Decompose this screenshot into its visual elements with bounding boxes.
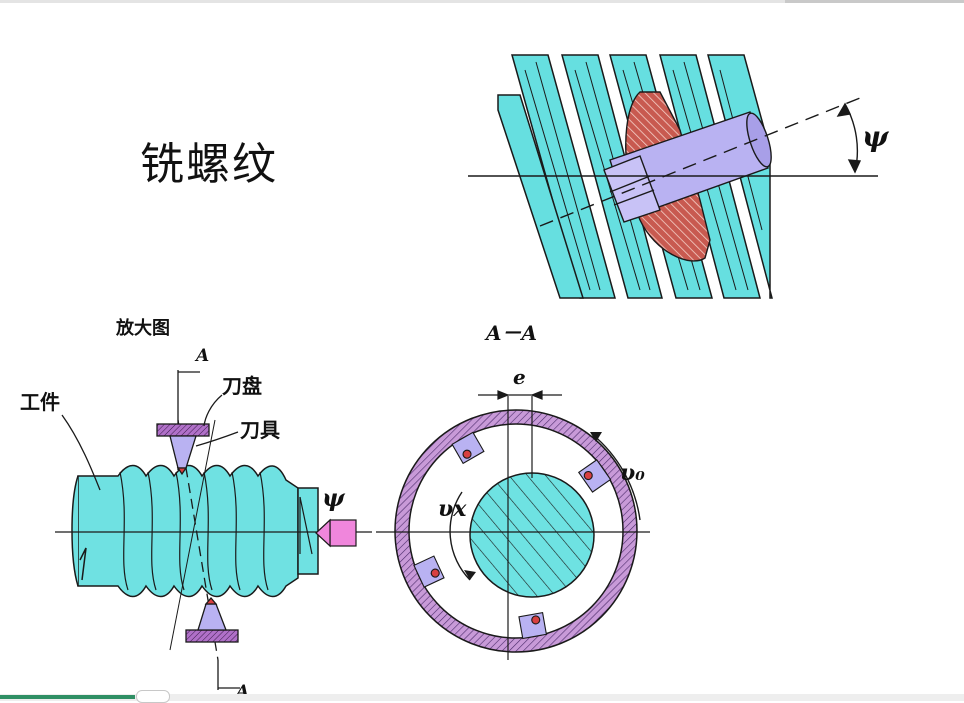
top-edge-accent xyxy=(785,0,964,3)
enlarged-view-caption: 放大图 xyxy=(115,317,170,339)
workpiece-label: 工件 xyxy=(20,390,60,414)
slide-title: 铣螺纹 xyxy=(140,139,278,190)
section-marker-top: A xyxy=(194,346,209,366)
offset-label: e xyxy=(513,365,526,389)
velocity-w-label: υ₀ xyxy=(620,460,645,486)
left-angle-label: ψ xyxy=(322,483,346,512)
tool-inserts xyxy=(413,431,612,640)
workpiece xyxy=(71,464,319,598)
scroll-handle[interactable] xyxy=(136,690,170,703)
top-edge-line xyxy=(0,0,964,3)
section-aa-caption: A－A xyxy=(484,321,537,345)
cutter-disc-label: 刀盘 xyxy=(222,374,262,398)
cutter-arbor xyxy=(603,111,772,223)
top-angle-label: ψ xyxy=(862,120,890,153)
velocity-x-label: υx xyxy=(438,496,467,522)
pink-tool xyxy=(315,518,357,548)
cutter-disc-bottom xyxy=(185,596,239,643)
cutter-disc-top xyxy=(156,423,210,476)
bottom-scroll-track xyxy=(0,694,964,701)
progress-indicator xyxy=(0,695,135,699)
tool-label: 刀具 xyxy=(240,418,280,442)
